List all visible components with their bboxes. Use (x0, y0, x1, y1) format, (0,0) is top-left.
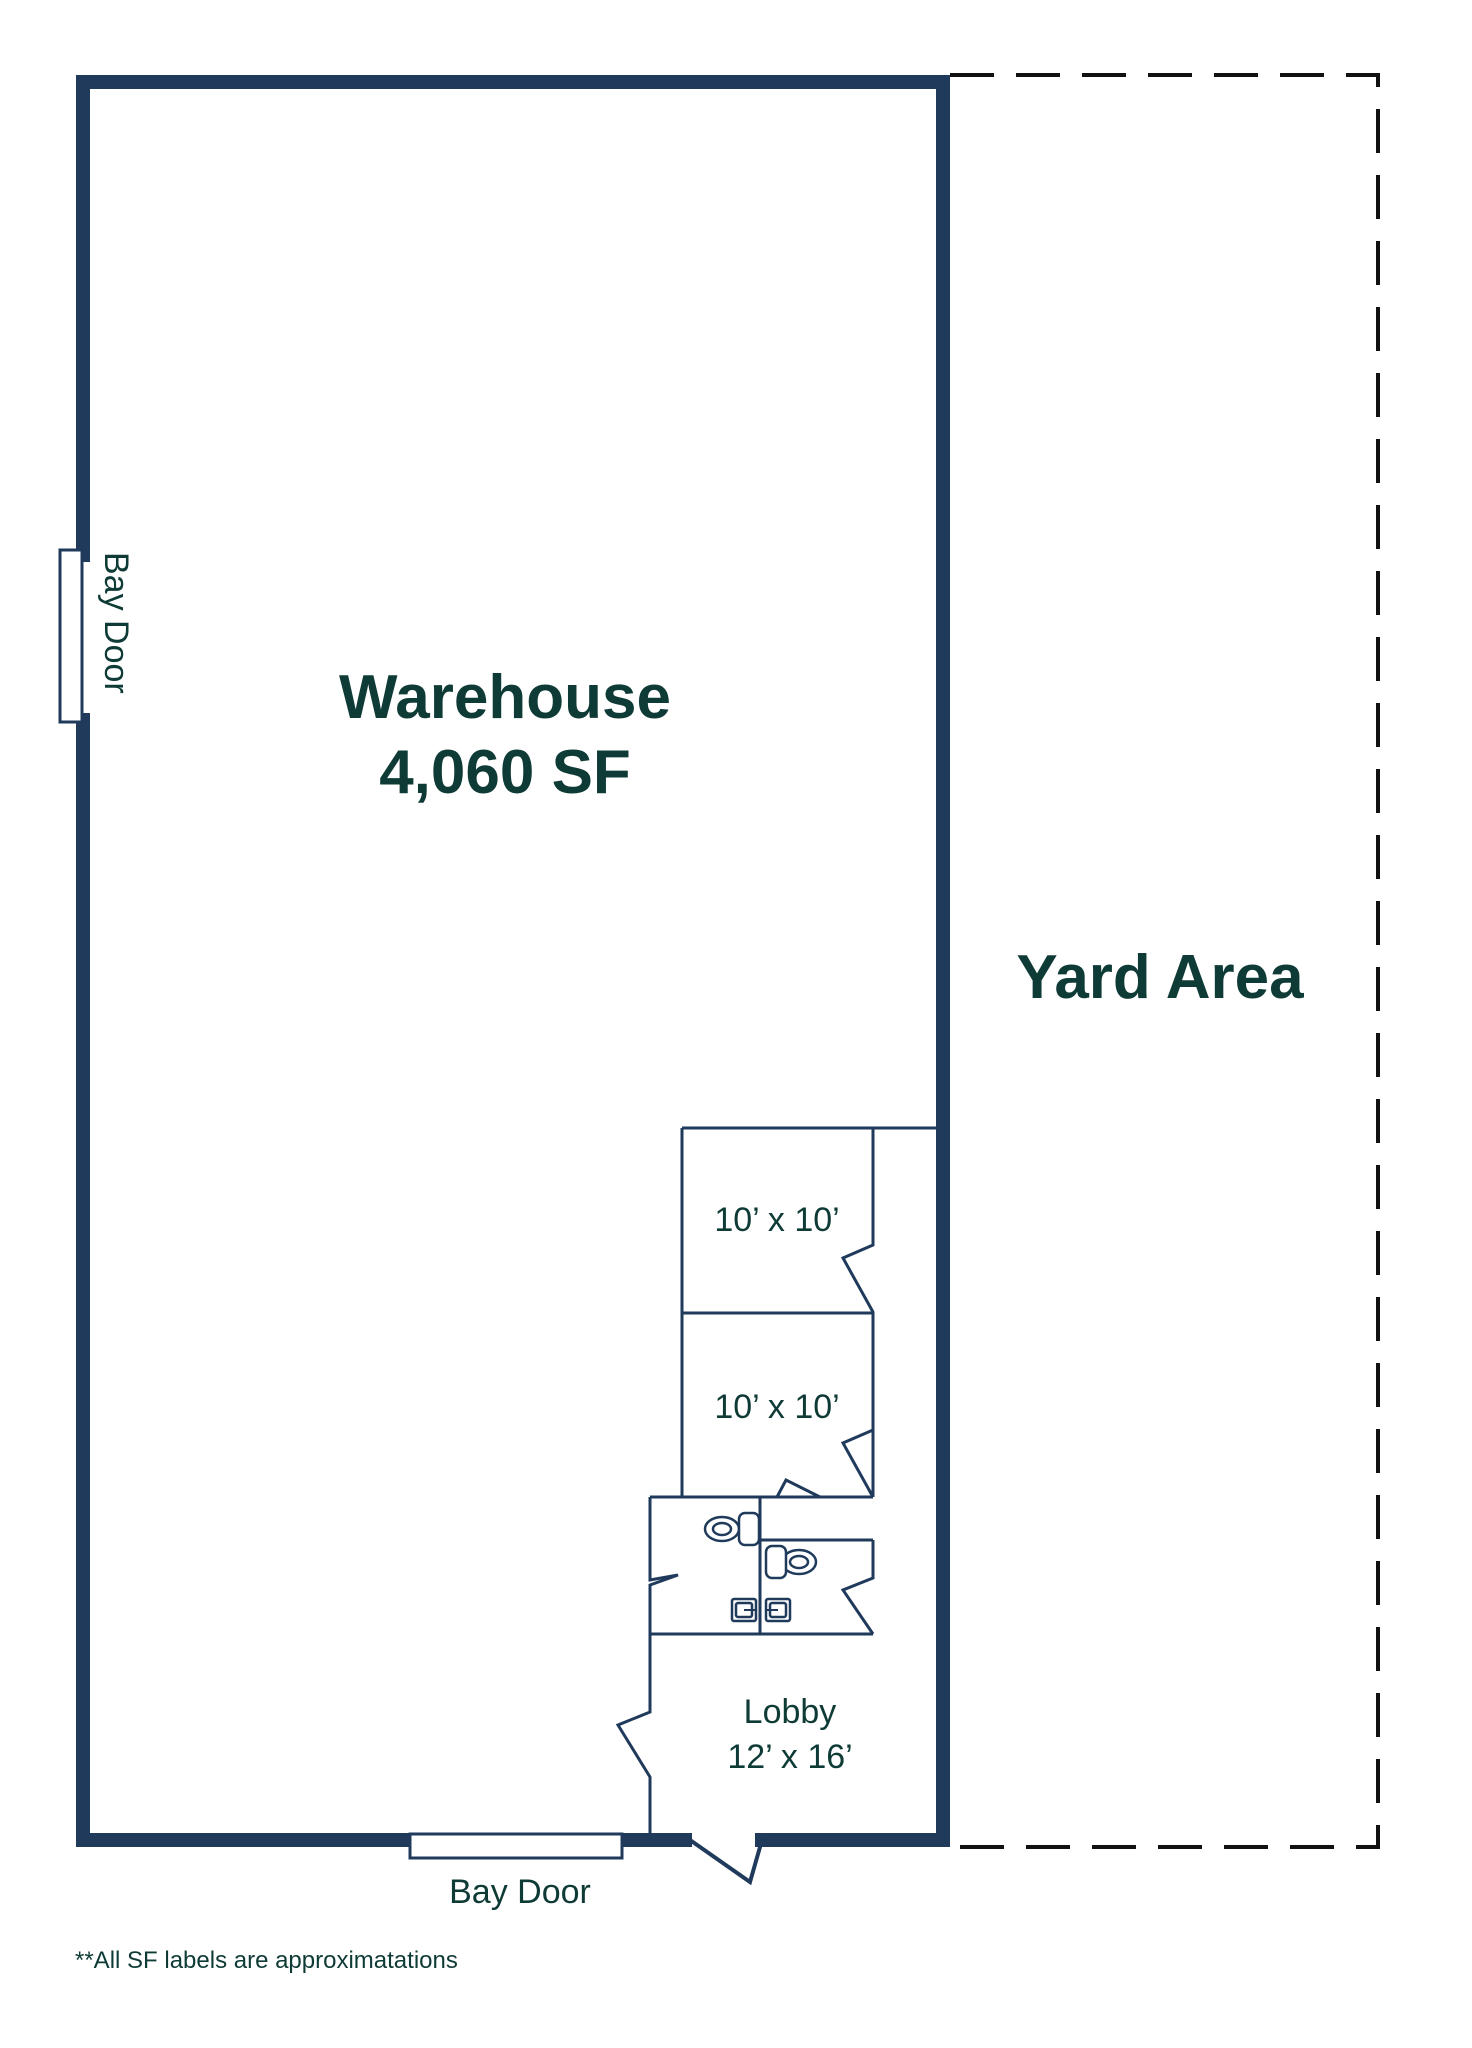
bottom-bay-door (408, 1832, 624, 1860)
sink-icon (764, 1597, 792, 1623)
left-bay-door (58, 548, 84, 724)
building-walls (76, 75, 950, 1847)
toilet-icon (764, 1544, 818, 1580)
entry-door-swing (688, 1838, 764, 1886)
footnote: **All SF labels are approximatations (75, 1947, 458, 1974)
toilet-icon (703, 1511, 761, 1547)
left-bay-door-label: Bay Door (97, 552, 135, 694)
office-top-size: 10’ x 10’ (714, 1201, 839, 1239)
lobby-title: Lobby (744, 1693, 837, 1731)
sink-icon (730, 1597, 758, 1623)
interior-partitions (615, 1126, 943, 1840)
office-bottom-size: 10’ x 10’ (714, 1388, 839, 1426)
warehouse-title: Warehouse (339, 663, 671, 732)
bottom-bay-door-label: Bay Door (449, 1873, 591, 1911)
lobby-size: 12’ x 16’ (727, 1738, 852, 1776)
warehouse-area: 4,060 SF (379, 738, 631, 807)
yard-area-title: Yard Area (1016, 943, 1304, 1012)
yard-boundary (950, 73, 1380, 1849)
